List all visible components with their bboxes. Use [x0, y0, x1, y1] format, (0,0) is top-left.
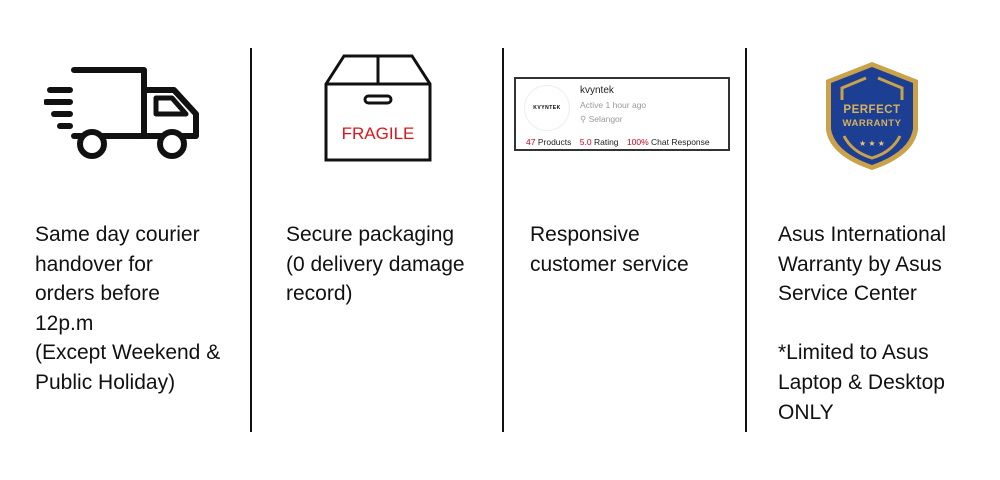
location-pin-icon: ⚲	[580, 114, 589, 124]
svg-text:★ ★ ★: ★ ★ ★	[859, 139, 885, 148]
shop-location: ⚲ Selangor	[580, 114, 623, 125]
feature-courier-text: Same day courier handover for orders bef…	[35, 223, 221, 394]
divider	[250, 48, 252, 432]
feature-warranty-text: Asus International Warranty by Asus Serv…	[778, 223, 947, 424]
shop-stats: 47 Products 5.0 Rating 100% Chat Respons…	[526, 137, 710, 147]
shield-label-warranty: WARRANTY	[842, 118, 902, 129]
products-count: 47	[526, 137, 536, 147]
rating-label: Rating	[593, 137, 619, 147]
shield-label-perfect: PERFECT	[843, 104, 901, 116]
fragile-label: FRAGILE	[341, 124, 415, 143]
shop-card[interactable]: KVYNTEK kvyntek Active 1 hour ago ⚲ Sela…	[514, 77, 730, 151]
delivery-truck-icon	[44, 67, 199, 159]
products-label: Products	[537, 137, 572, 147]
shop-location-text: Selangor	[588, 114, 623, 124]
divider	[745, 48, 747, 432]
shop-active-status: Active 1 hour ago	[580, 100, 647, 110]
feature-packaging-text: Secure packaging (0 delivery damage reco…	[286, 223, 465, 306]
feature-service-text: Responsive customer service	[530, 223, 689, 276]
divider	[502, 48, 504, 432]
chat-response-value: 100%	[626, 137, 649, 147]
warranty-shield-icon: ★ ★ ★ PERFECT WARRANTY	[822, 60, 922, 172]
rating-value: 5.0	[579, 137, 592, 147]
fragile-box-icon: FRAGILE	[324, 54, 432, 162]
chat-response-label: Chat Response	[651, 137, 710, 147]
shop-name: kvyntek	[580, 85, 614, 96]
shop-logo: KVYNTEK	[524, 85, 570, 131]
